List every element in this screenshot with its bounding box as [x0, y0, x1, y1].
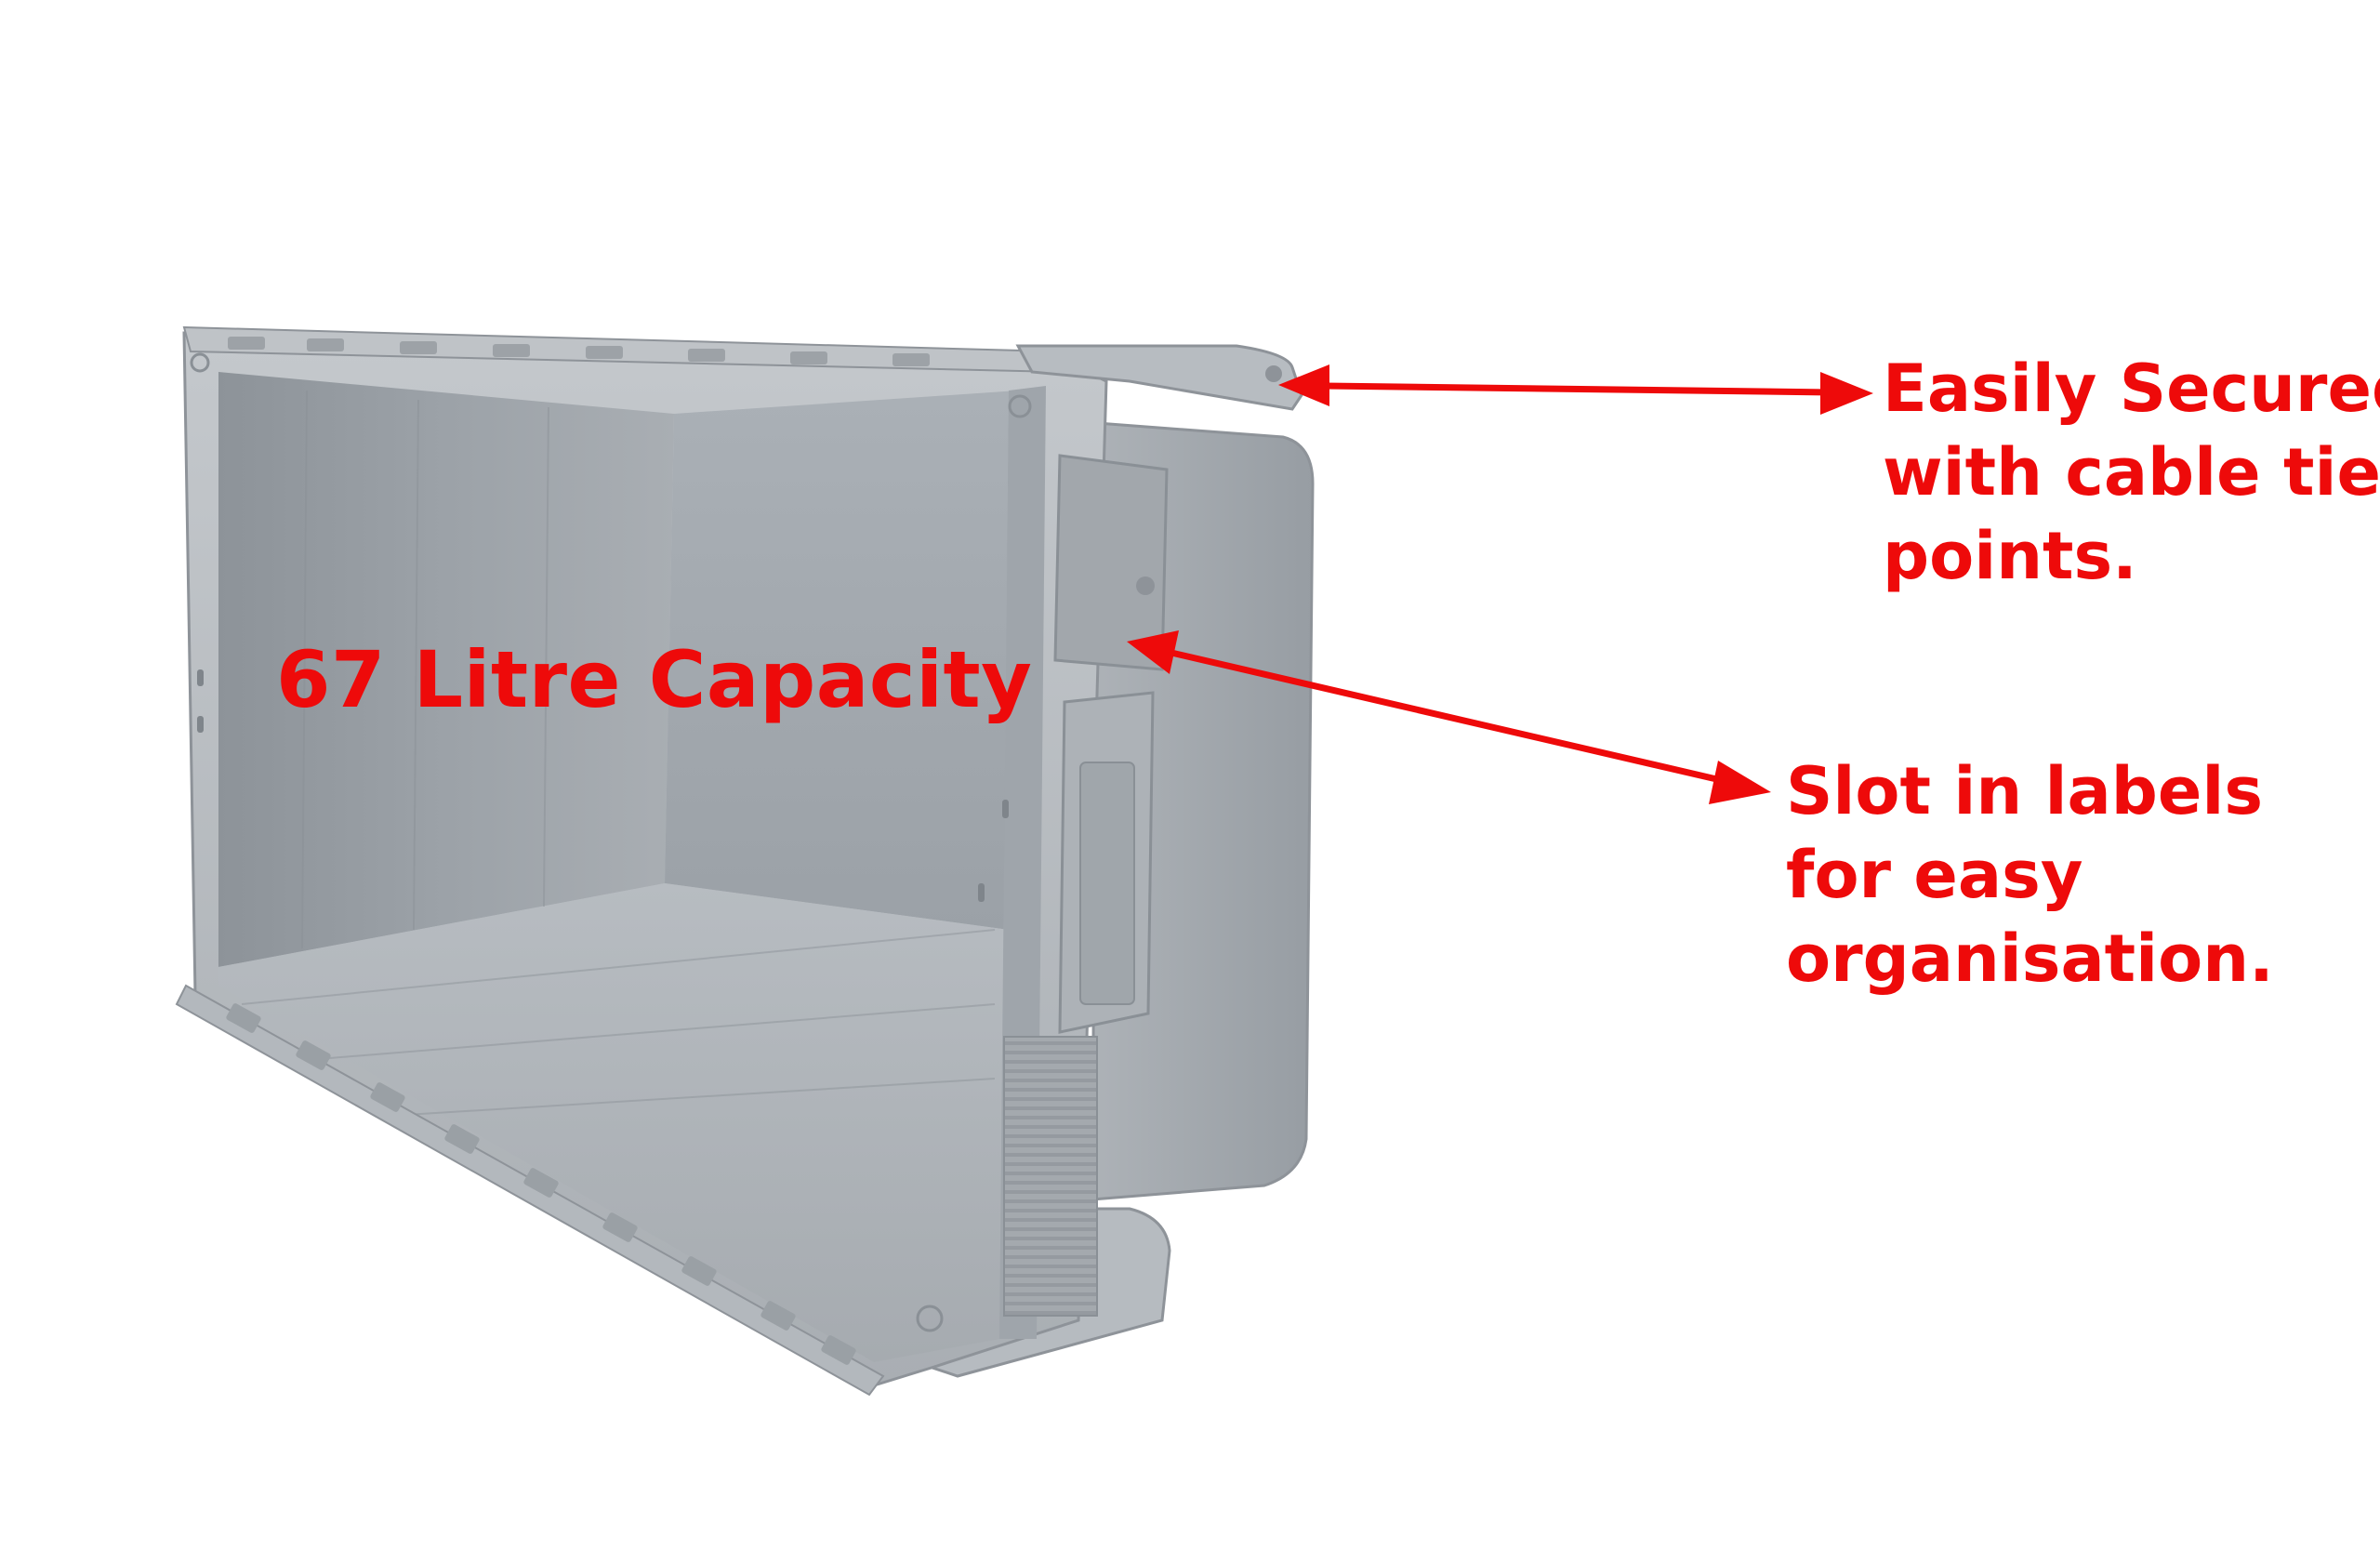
slot-callout-text: Slot in labels for easy organisation.	[1786, 749, 2274, 1000]
slot-latch-icon	[1136, 576, 1155, 595]
slot-callout-line-3: organisation.	[1786, 921, 2274, 997]
label-card-slot	[1079, 762, 1135, 1005]
top-hinge-teeth	[228, 337, 930, 366]
lid-cable-tie-tab	[1015, 344, 1303, 411]
secured-callout-line-1: Easily Secured	[1883, 351, 2380, 427]
bottom-hinge-teeth	[226, 1003, 856, 1365]
secured-callout-text: Easily Secured with cable tie points.	[1883, 347, 2380, 598]
callout-arrows	[1127, 364, 1873, 804]
secured-callout-line-3: points.	[1883, 518, 2137, 594]
capacity-label: 67 Litre Capacity	[276, 634, 1033, 725]
slot-callout-line-1: Slot in labels	[1786, 753, 2264, 829]
slot-callout-arrow	[1127, 630, 1771, 804]
bottom-hinge-rim	[175, 984, 885, 1397]
side-vent-slots	[197, 669, 1009, 902]
cable-tie-point-icon	[1265, 365, 1282, 382]
slot-callout-line-2: for easy	[1786, 837, 2083, 913]
ribbed-grip-panel	[1003, 1036, 1098, 1317]
interior-left-wall	[218, 372, 674, 967]
secured-callout-line-2: with cable tie	[1883, 434, 2380, 510]
secured-callout-arrow	[1278, 364, 1873, 415]
interior-back-wall	[665, 391, 1018, 930]
interior-wall-ribs	[241, 390, 996, 1117]
corner-screw-icons	[190, 352, 1032, 1332]
interior-floor	[218, 883, 1009, 1362]
label-slot-frame	[1053, 454, 1169, 671]
